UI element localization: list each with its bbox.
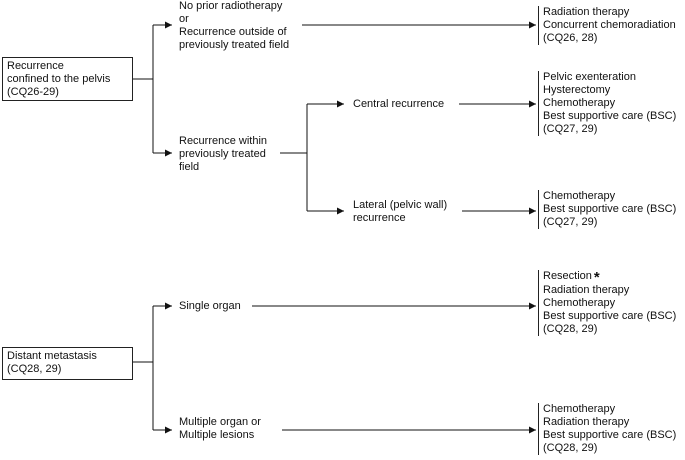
node-distant-line-2: (CQ28, 29) [7,363,62,375]
treatment-group-2: Pelvic exenteration Hysterectomy Chemoth… [538,71,676,136]
treatment-4-line-3: Chemotherapy [543,297,616,309]
branch-no-prior-radiotherapy: No prior radiotherapy or Recurrence outs… [179,0,289,52]
node-pelvis-recurrence: Recurrence confined to the pelvis (CQ26-… [2,57,133,101]
branch-within-line-3: field [179,161,200,173]
node-distant-metastasis: Distant metastasis (CQ28, 29) [2,347,133,380]
branch-central-recurrence: Central recurrence [353,98,444,111]
branch-no-prior-line-1: No prior radiotherapy [179,0,283,12]
treatment-1-line-2: Concurrent chemoradiation [543,19,676,31]
branch-single-organ: Single organ [179,300,241,313]
treatment-2-line-4: Best supportive care (BSC) [543,110,677,122]
branch-within-treated-field: Recurrence within previously treated fie… [179,135,267,174]
node-pelvis-line-1: Recurrence [7,60,64,72]
branch-no-prior-line-2: or [179,13,189,25]
treatment-5-line-2: Radiation therapy [543,416,630,428]
branch-lateral-recurrence: Lateral (pelvic wall) recurrence [353,199,447,225]
treatment-1-line-3: (CQ26, 28) [543,32,598,44]
treatment-2-line-5: (CQ27, 29) [543,123,598,135]
branch-multiple-line-2: Multiple lesions [179,429,255,441]
treatment-4-line-2: Radiation therapy [543,284,630,296]
treatment-group-1: Radiation therapy Concurrent chemoradiat… [538,6,676,45]
treatment-4-line-1: Resection* [543,269,676,286]
treatment-2-line-1: Pelvic exenteration [543,71,636,83]
treatment-group-3: Chemotherapy Best supportive care (BSC) … [538,190,676,229]
node-pelvis-line-2: confined to the pelvis [7,73,111,85]
branch-within-line-2: previously treated [179,148,266,160]
treatment-3-line-1: Chemotherapy [543,190,616,202]
branch-multiple-organ: Multiple organ or Multiple lesions [179,416,261,442]
treatment-5-line-3: Best supportive care (BSC) [543,429,677,441]
branch-no-prior-line-3: Recurrence outside of [179,26,287,38]
treatment-5-line-1: Chemotherapy [543,403,616,415]
node-distant-line-1: Distant metastasis [7,350,97,362]
treatment-3-line-3: (CQ27, 29) [543,216,598,228]
treatment-2-line-3: Chemotherapy [543,97,616,109]
treatment-4-line-4: Best supportive care (BSC) [543,310,677,322]
branch-central-line-1: Central recurrence [353,98,445,110]
treatment-4-resection: Resection [543,270,592,282]
node-pelvis-line-3: (CQ26-29) [7,86,59,98]
branch-multiple-line-1: Multiple organ or [179,416,261,428]
branch-within-line-1: Recurrence within [179,135,268,147]
treatment-2-line-2: Hysterectomy [543,84,611,96]
branch-single-line-1: Single organ [179,300,241,312]
treatment-group-4: Resection* Radiation therapy Chemotherap… [538,270,676,336]
branch-no-prior-line-4: previously treated field [179,39,290,51]
treatment-3-line-2: Best supportive care (BSC) [543,203,677,215]
asterisk-footnote-marker: * [593,269,600,286]
treatment-5-line-4: (CQ28, 29) [543,442,598,454]
branch-lateral-line-2: recurrence [353,212,406,224]
branch-lateral-line-1: Lateral (pelvic wall) [353,199,448,211]
treatment-group-5: Chemotherapy Radiation therapy Best supp… [538,403,676,455]
treatment-1-line-1: Radiation therapy [543,6,630,18]
treatment-4-line-5: (CQ28, 29) [543,323,598,335]
